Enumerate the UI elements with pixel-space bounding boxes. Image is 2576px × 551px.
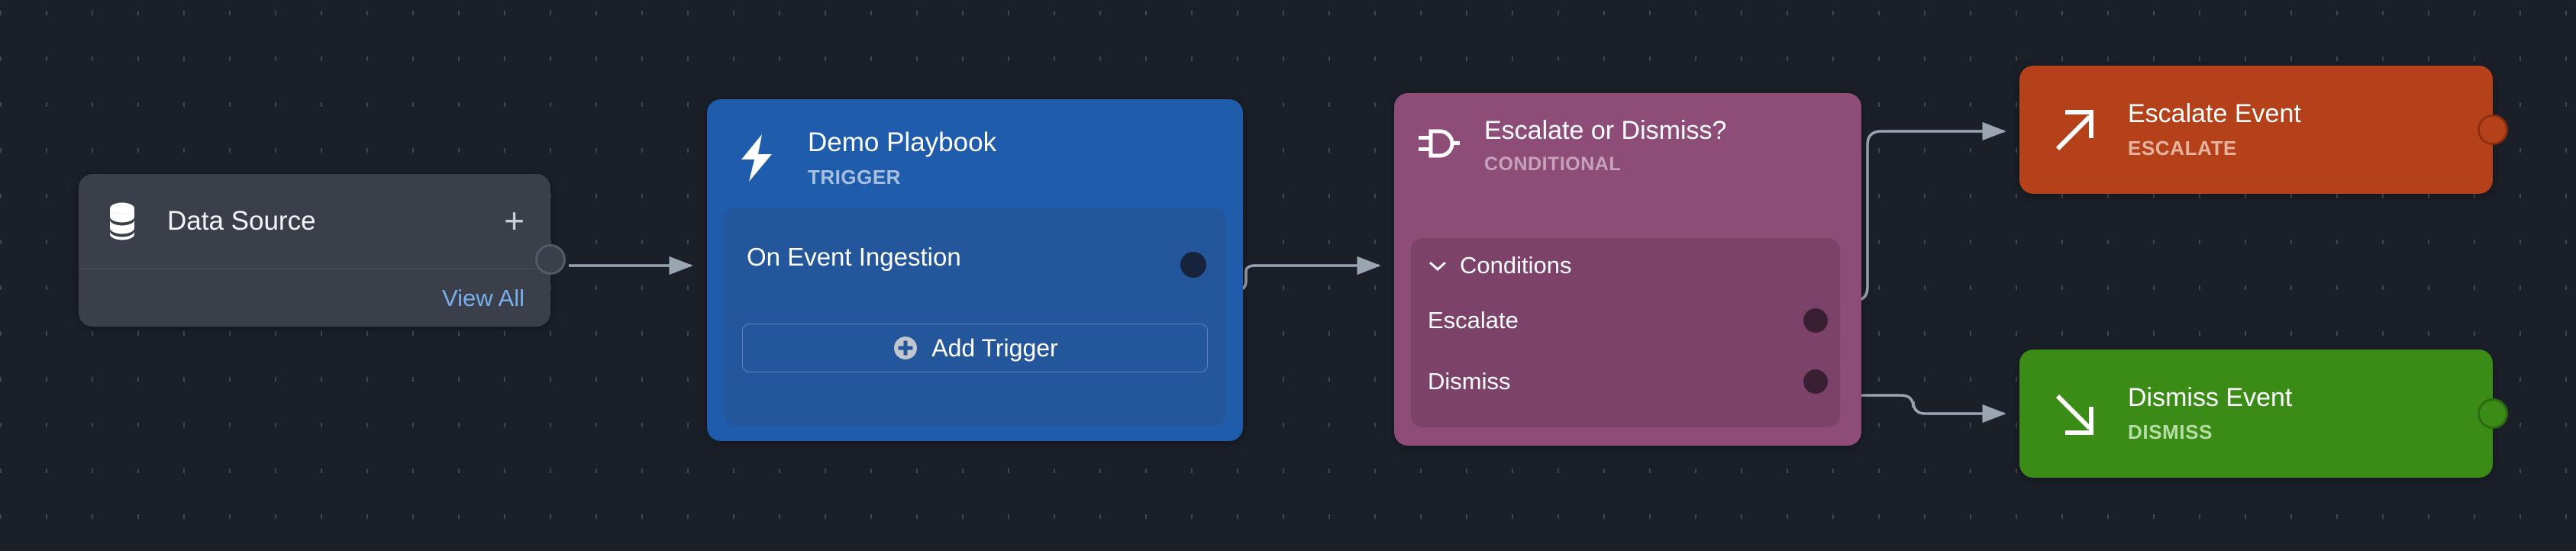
- node-conditional[interactable]: Escalate or Dismiss? CONDITIONAL Conditi…: [1394, 93, 1861, 446]
- logic-gate-icon: [1417, 125, 1460, 162]
- conditions-section-toggle[interactable]: Conditions: [1411, 238, 1840, 279]
- lightning-bolt-icon: [739, 134, 774, 182]
- condition-branch-dismiss-label: Dismiss: [1428, 368, 1511, 395]
- escalate-event-title: Escalate Event: [2128, 99, 2301, 128]
- condition-branch-dismiss[interactable]: Dismiss: [1411, 357, 1840, 406]
- data-source-output-handle[interactable]: [535, 244, 566, 275]
- node-data-source[interactable]: Data Source + View All: [79, 174, 566, 327]
- conditional-body: Conditions Escalate Dismiss: [1411, 238, 1840, 427]
- plus-circle-icon: [892, 334, 919, 362]
- arrow-up-right-icon: [2053, 106, 2099, 153]
- node-demo-playbook[interactable]: Demo Playbook TRIGGER On Event Ingestion…: [707, 99, 1243, 441]
- conditional-title: Escalate or Dismiss?: [1484, 116, 1727, 145]
- add-data-source-button[interactable]: +: [504, 201, 525, 241]
- playbook-title: Demo Playbook: [808, 127, 997, 157]
- view-all-link[interactable]: View All: [442, 284, 525, 311]
- data-source-footer: View All: [79, 269, 550, 327]
- escalate-event-subtitle: ESCALATE: [2128, 137, 2237, 160]
- conditional-header: Escalate or Dismiss? CONDITIONAL: [1394, 93, 1861, 191]
- add-trigger-label: Add Trigger: [931, 334, 1058, 362]
- dismiss-event-output-handle[interactable]: [2478, 398, 2508, 429]
- escalate-output-handle[interactable]: [1803, 308, 1828, 333]
- node-dismiss-event[interactable]: Dismiss Event DISMISS: [2019, 350, 2508, 478]
- conditional-subtitle: CONDITIONAL: [1484, 153, 1622, 175]
- dismiss-output-handle[interactable]: [1803, 369, 1828, 394]
- dismiss-event-title: Dismiss Event: [2128, 383, 2293, 412]
- trigger-row-label[interactable]: On Event Ingestion: [747, 243, 961, 271]
- database-icon: [105, 201, 140, 241]
- data-source-header: Data Source +: [79, 174, 550, 269]
- node-escalate-event[interactable]: Escalate Event ESCALATE: [2019, 66, 2508, 194]
- add-trigger-button[interactable]: Add Trigger: [742, 324, 1208, 372]
- chevron-down-icon: [1428, 259, 1448, 272]
- arrow-down-right-icon: [2053, 390, 2099, 437]
- playbook-output-handle[interactable]: [1180, 252, 1206, 278]
- data-source-title: Data Source: [167, 206, 316, 236]
- escalate-event-output-handle[interactable]: [2478, 114, 2508, 145]
- condition-branch-escalate[interactable]: Escalate: [1411, 296, 1840, 345]
- condition-branch-escalate-label: Escalate: [1428, 307, 1519, 334]
- playbook-subtitle: TRIGGER: [808, 165, 901, 188]
- playbook-body: On Event Ingestion Add Trigger: [724, 208, 1226, 426]
- playbook-header: Demo Playbook TRIGGER: [707, 99, 1243, 198]
- conditions-label: Conditions: [1460, 252, 1572, 279]
- dismiss-event-subtitle: DISMISS: [2128, 420, 2213, 443]
